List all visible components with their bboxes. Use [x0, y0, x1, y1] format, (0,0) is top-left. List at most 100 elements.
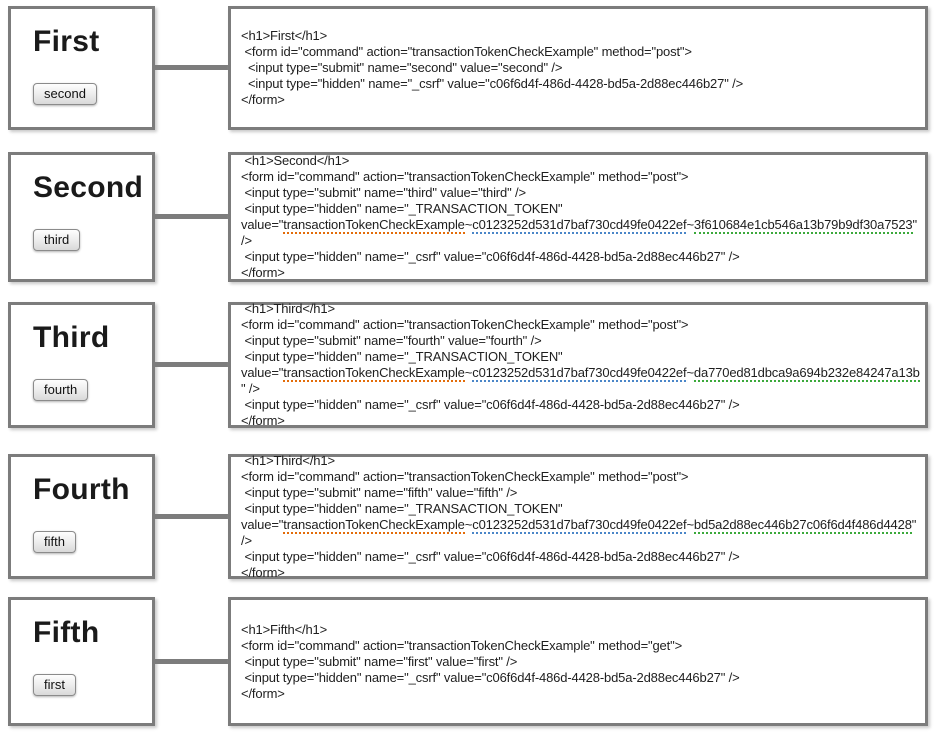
screen-box: Second third: [8, 152, 155, 282]
code-line: <form id="command" action="transactionTo…: [241, 317, 923, 333]
flow-row: Second third <h1>Second</h1><form id="co…: [0, 152, 938, 282]
code-segment: <form id="command" action="transactionTo…: [241, 44, 692, 59]
code-line: <input type="submit" name="third" value=…: [241, 185, 923, 201]
code-block: <h1>Third</h1><form id="command" action=…: [231, 301, 925, 429]
code-segment: </form>: [241, 564, 285, 580]
code-line: <form id="command" action="transactionTo…: [241, 169, 923, 185]
code-segment-orange-underline: transactionTokenCheckExample: [283, 365, 465, 382]
code-line: <h1>First</h1>: [241, 28, 923, 44]
connector-line: [155, 658, 228, 664]
screen-box: Fourth fifth: [8, 454, 155, 579]
screen-submit-button[interactable]: fourth: [33, 379, 89, 401]
code-segment-green-underline: 3f610684e1cb546a13b79b9df30a7523: [693, 217, 913, 234]
code-segment: value=": [241, 516, 284, 532]
screen-box: First second: [8, 6, 155, 130]
code-segment-green-underline: da770ed81dbca9a694b232e84247a13b: [693, 365, 920, 382]
code-segment: <input type="submit" name="second" value…: [241, 60, 563, 75]
connector-line: [155, 214, 228, 219]
code-line: <input type="submit" name="first" value=…: [241, 654, 923, 670]
code-segment: ~: [686, 516, 694, 532]
code-segment: value=": [241, 217, 284, 232]
html-source-box: <h1>Third</h1><form id="command" action=…: [228, 301, 928, 429]
code-segment: <input type="submit" name="fourth" value…: [241, 333, 542, 348]
code-segment: <input type="submit" name="fifth" value=…: [241, 484, 518, 500]
html-source-box: <h1>Second</h1><form id="command" action…: [228, 152, 928, 282]
screen-box: Third fourth: [8, 302, 155, 428]
code-segment: <input type="hidden" name="_csrf" value=…: [241, 397, 740, 412]
screen-submit-button[interactable]: first: [33, 674, 76, 696]
code-segment: <form id="command" action="transactionTo…: [241, 169, 689, 184]
connector-line: [155, 362, 228, 367]
screen-submit-button[interactable]: third: [33, 229, 81, 251]
code-line: </form>: [241, 265, 923, 281]
code-segment-green-underline: bd5a2d88ec446b27c06f6d4f486d4428: [693, 516, 912, 534]
code-segment: </form>: [241, 685, 285, 701]
code-line: </form>: [241, 92, 923, 108]
flow-row: Fifth first <h1>Fifth</h1><form id="comm…: [0, 597, 938, 726]
code-segment: <input type="hidden" name="_csrf" value=…: [241, 669, 740, 685]
code-segment: </form>: [241, 92, 285, 107]
connector-line: [155, 513, 228, 519]
flow-row: Third fourth <h1>Third</h1><form id="com…: [0, 301, 938, 429]
screen-title: Third: [33, 321, 110, 354]
code-line: <input type="hidden" name="_TRANSACTION_…: [241, 501, 923, 517]
code-segment: <h1>First</h1>: [241, 28, 328, 43]
code-segment: <form id="command" action="transactionTo…: [241, 468, 689, 484]
code-segment: <input type="hidden" name="_TRANSACTION_…: [241, 500, 563, 516]
code-segment: ~: [686, 217, 694, 232]
code-segment-blue-underline: c0123252d531d7baf730cd49fe0422ef: [472, 516, 687, 534]
code-segment: </form>: [241, 413, 285, 428]
code-segment: <input type="hidden" name="_csrf" value=…: [241, 548, 740, 564]
flow-row: Fourth fifth <h1>Third</h1><form id="com…: [0, 453, 938, 581]
code-segment: ~: [464, 365, 473, 380]
code-segment: <input type="hidden" name="_TRANSACTION_…: [241, 349, 563, 364]
screen-title: First: [33, 25, 100, 58]
code-line: </form>: [241, 413, 923, 429]
code-segment: <h1>Third</h1>: [241, 301, 335, 316]
code-segment: <input type="hidden" name="_csrf" value=…: [241, 76, 744, 91]
screen-title: Second: [33, 171, 144, 204]
code-segment: <h1>Second</h1>: [241, 153, 350, 168]
code-line: <input type="hidden" name="_TRANSACTION_…: [241, 201, 923, 217]
code-segment: value=": [241, 365, 284, 380]
code-line: <input type="submit" name="fourth" value…: [241, 333, 923, 349]
code-segment: ~: [464, 217, 473, 232]
code-block: <h1>Third</h1><form id="command" action=…: [231, 453, 925, 581]
screen-title: Fourth: [33, 473, 130, 506]
code-line: <h1>Third</h1>: [241, 301, 923, 317]
code-segment: <input type="hidden" name="_csrf" value=…: [241, 249, 740, 264]
code-segment-blue-underline: c0123252d531d7baf730cd49fe0422ef: [472, 217, 687, 234]
html-source-box: <h1>Third</h1><form id="command" action=…: [228, 453, 928, 581]
code-segment-orange-underline: transactionTokenCheckExample: [283, 217, 465, 234]
code-segment-orange-underline: transactionTokenCheckExample: [283, 516, 465, 534]
code-line: <h1>Fifth</h1>: [241, 622, 923, 638]
code-line: <input type="hidden" name="_csrf" value=…: [241, 397, 923, 413]
code-segment: <input type="submit" name="third" value=…: [241, 185, 526, 200]
html-source-box: <h1>First</h1> <form id="command" action…: [228, 6, 928, 130]
code-line: <input type="hidden" name="_csrf" value=…: [241, 76, 923, 92]
code-line: value="transactionTokenCheckExample~c012…: [241, 516, 923, 549]
code-segment: " />: [241, 217, 921, 248]
code-block: <h1>Fifth</h1><form id="command" action=…: [231, 622, 925, 702]
code-segment: ~: [464, 516, 473, 532]
code-block: <h1>First</h1> <form id="command" action…: [231, 28, 925, 108]
screen-submit-button[interactable]: second: [33, 83, 97, 105]
code-line: </form>: [241, 686, 923, 702]
code-segment: <form id="command" action="transactionTo…: [241, 317, 689, 332]
code-line: value="transactionTokenCheckExample~c012…: [241, 217, 923, 249]
code-segment: <h1>Fifth</h1>: [241, 621, 328, 637]
code-segment: " />: [241, 381, 260, 396]
code-line: <form id="command" action="transactionTo…: [241, 638, 923, 654]
html-source-box: <h1>Fifth</h1><form id="command" action=…: [228, 597, 928, 726]
code-line: <input type="hidden" name="_csrf" value=…: [241, 549, 923, 565]
flow-row: First second <h1>First</h1> <form id="co…: [0, 6, 938, 130]
code-segment: " />: [241, 516, 920, 548]
code-line: <input type="hidden" name="_TRANSACTION_…: [241, 349, 923, 365]
code-line: </form>: [241, 565, 923, 581]
code-line: <input type="hidden" name="_csrf" value=…: [241, 249, 923, 265]
code-segment: <form id="command" action="transactionTo…: [241, 637, 683, 653]
screen-title: Fifth: [33, 616, 100, 649]
code-segment-blue-underline: c0123252d531d7baf730cd49fe0422ef: [472, 365, 687, 382]
screen-submit-button[interactable]: fifth: [33, 531, 76, 553]
